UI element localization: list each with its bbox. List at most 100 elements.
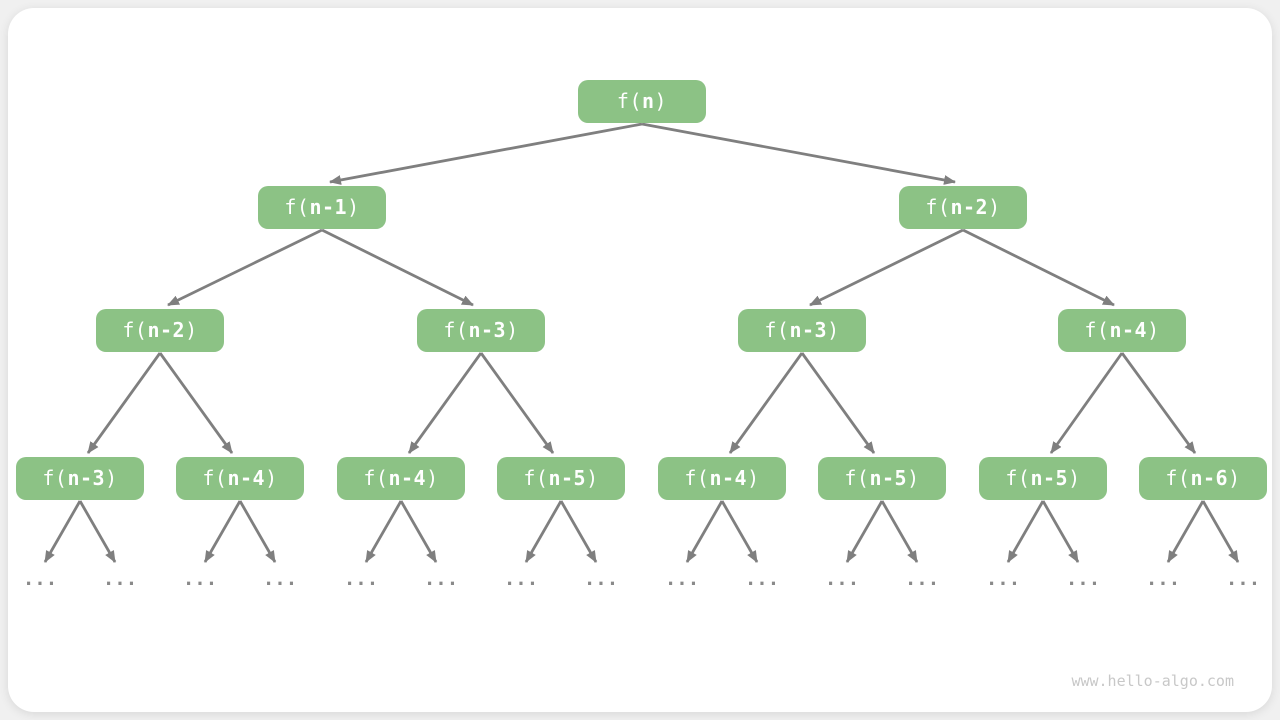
tree-node-n-5: f(n-5) [818,457,946,500]
tree-edge [407,352,483,454]
ellipsis: ... [102,568,138,590]
node-label-arg: n-2 [147,318,186,342]
ellipsis: ... [262,568,298,590]
tree-node-n-4: f(n-4) [337,457,465,500]
tree-edge [203,500,242,563]
tree-edge [43,500,82,563]
tree-edge [728,352,804,454]
node-label-arg: n-5 [1030,466,1069,490]
node-label-prefix: f( [925,195,951,219]
node-label-arg: n-5 [869,466,908,490]
tree-edge [720,500,759,563]
node-label-suffix: ) [907,466,920,490]
tree-edge [399,500,438,563]
node-label-arg: n-2 [950,195,989,219]
tree-edge [1006,500,1045,563]
node-label-suffix: ) [426,466,439,490]
node-label-arg: n-4 [388,466,427,490]
tree-node-n: f(n) [578,80,706,123]
tree-edge [479,352,555,454]
ellipsis: ... [343,568,379,590]
node-label-prefix: f( [523,466,549,490]
node-label-suffix: ) [105,466,118,490]
tree-node-n-3: f(n-3) [16,457,144,500]
node-label-arg: n-6 [1190,466,1229,490]
tree-node-n-4: f(n-4) [1058,309,1186,352]
tree-edge [329,122,643,185]
tree-node-n-3: f(n-3) [417,309,545,352]
ellipsis: ... [503,568,539,590]
ellipsis: ... [1065,568,1101,590]
node-label-arg: n-4 [1109,318,1148,342]
tree-edge [86,352,162,454]
node-label-prefix: f( [363,466,389,490]
tree-edge [641,122,956,185]
node-label-prefix: f( [684,466,710,490]
tree-node-n-4: f(n-4) [176,457,304,500]
tree-node-n-2: f(n-2) [96,309,224,352]
tree-edge [845,500,884,563]
tree-edge [1041,500,1080,563]
node-label-suffix: ) [654,89,668,113]
tree-edge [78,500,117,563]
node-label-arg: n-3 [468,318,507,342]
node-label-arg: n-1 [309,195,348,219]
tree-node-n-1: f(n-1) [258,186,386,229]
ellipsis: ... [1145,568,1181,590]
node-label-arg: n [642,89,655,113]
tree-node-n-3: f(n-3) [738,309,866,352]
tree-node-n-4: f(n-4) [658,457,786,500]
tree-edge [1166,500,1205,563]
node-label-prefix: f( [42,466,68,490]
node-label-suffix: ) [1228,466,1241,490]
tree-edge [524,500,563,563]
tree-edge [238,500,277,563]
tree-edge [1201,500,1240,563]
tree-node-n-5: f(n-5) [497,457,625,500]
node-label-arg: n-3 [67,466,106,490]
node-label-prefix: f( [284,195,310,219]
ellipsis: ... [22,568,58,590]
node-label-prefix: f( [122,318,148,342]
tree-edge [880,500,919,563]
tree-edge [559,500,598,563]
ellipsis: ... [904,568,940,590]
node-label-arg: n-4 [227,466,266,490]
tree-node-n-5: f(n-5) [979,457,1107,500]
node-label-prefix: f( [443,318,469,342]
node-label-suffix: ) [506,318,519,342]
tree-edge [167,228,323,307]
tree-node-n-2: f(n-2) [899,186,1027,229]
tree-edge [962,228,1115,307]
node-label-arg: n-4 [709,466,748,490]
ellipsis: ... [1225,568,1261,590]
node-label-prefix: f( [616,89,642,113]
ellipsis: ... [985,568,1021,590]
node-label-prefix: f( [1084,318,1110,342]
tree-edge [1120,352,1197,454]
node-label-suffix: ) [827,318,840,342]
node-label-suffix: ) [586,466,599,490]
node-label-prefix: f( [202,466,228,490]
node-label-suffix: ) [185,318,198,342]
ellipsis: ... [423,568,459,590]
node-label-suffix: ) [988,195,1001,219]
ellipsis: ... [182,568,218,590]
tree-edge [364,500,403,563]
tree-edge [1049,352,1124,454]
node-label-prefix: f( [1165,466,1191,490]
node-label-suffix: ) [1147,318,1160,342]
ellipsis: ... [583,568,619,590]
tree-edge [809,228,964,307]
node-label-prefix: f( [844,466,870,490]
node-label-arg: n-3 [789,318,828,342]
ellipsis: ... [664,568,700,590]
tree-node-n-6: f(n-6) [1139,457,1267,500]
watermark: www.hello-algo.com [1071,672,1234,690]
node-label-suffix: ) [347,195,360,219]
tree-edge [800,352,876,454]
node-label-suffix: ) [1068,466,1081,490]
